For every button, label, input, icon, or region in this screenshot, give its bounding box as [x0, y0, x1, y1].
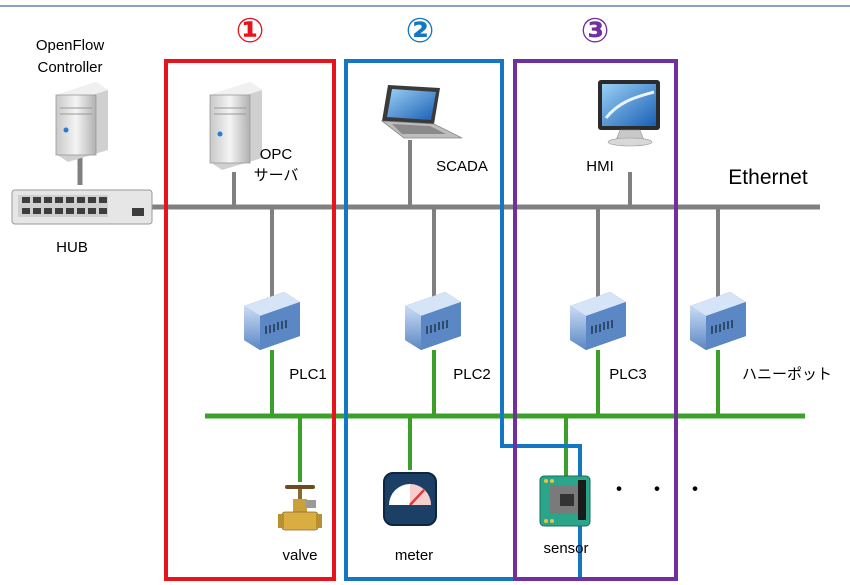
opc-label-line1: OPC [260, 146, 293, 163]
controller-label-line1: OpenFlow [36, 37, 105, 54]
valve-label: valve [282, 547, 317, 564]
plc1-icon [244, 292, 300, 350]
monitor-icon [598, 80, 660, 147]
opc-label-line2: サーバ [254, 167, 299, 184]
sensor-icon [539, 475, 591, 527]
hub-icon [11, 189, 153, 225]
zone-1-number: ① [236, 11, 265, 51]
plc3-label: PLC3 [609, 366, 647, 383]
zone-1-box [164, 59, 336, 581]
ethernet-label: Ethernet [728, 166, 808, 189]
honeypot-label: ハニーポット [742, 366, 832, 383]
sensor-label: sensor [543, 540, 588, 557]
plc2-icon [405, 292, 461, 350]
valve-icon [278, 485, 322, 531]
hub-label: HUB [56, 239, 88, 256]
opc-server-icon [209, 82, 262, 170]
meter-label: meter [395, 547, 433, 564]
plc2-label: PLC2 [453, 366, 491, 383]
zone-2-box [344, 59, 582, 581]
zone-3-number: ③ [581, 11, 610, 51]
meter-icon [383, 472, 437, 526]
laptop-icon [380, 85, 463, 139]
plc3-icon [570, 292, 626, 350]
honeypot-plc-icon [690, 292, 746, 350]
scada-label: SCADA [436, 158, 488, 175]
controller-server-icon [55, 82, 108, 162]
zone-2-number: ② [406, 11, 435, 51]
controller-label-line2: Controller [37, 59, 102, 76]
ellipsis: ・・・ [608, 477, 722, 502]
zone-3-box [513, 59, 678, 581]
plc1-label: PLC1 [289, 366, 327, 383]
hmi-label: HMI [586, 158, 614, 175]
